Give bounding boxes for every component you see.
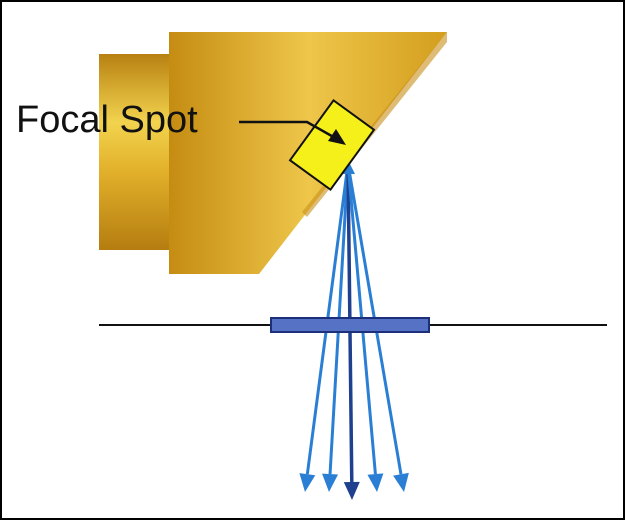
pointer-line: [239, 120, 338, 141]
arrowhead-down-icon: [343, 481, 360, 500]
focal-spot: [288, 98, 376, 192]
object-plane: [99, 317, 607, 333]
arrowhead-down-icon: [393, 472, 409, 492]
arrowhead-down-icon: [367, 473, 384, 492]
anode-housing: [99, 32, 447, 274]
object-bar: [270, 317, 430, 333]
pointer-arrowhead-icon: [328, 129, 346, 145]
arrowhead-down-icon: [322, 473, 339, 492]
focal-spot-rect: [288, 98, 376, 192]
anode-back-block: [99, 54, 179, 250]
focal-spot-callout: Focal Spot: [16, 99, 346, 145]
arrowhead-down-icon: [299, 473, 316, 492]
focal-spot-label: Focal Spot: [16, 99, 198, 141]
